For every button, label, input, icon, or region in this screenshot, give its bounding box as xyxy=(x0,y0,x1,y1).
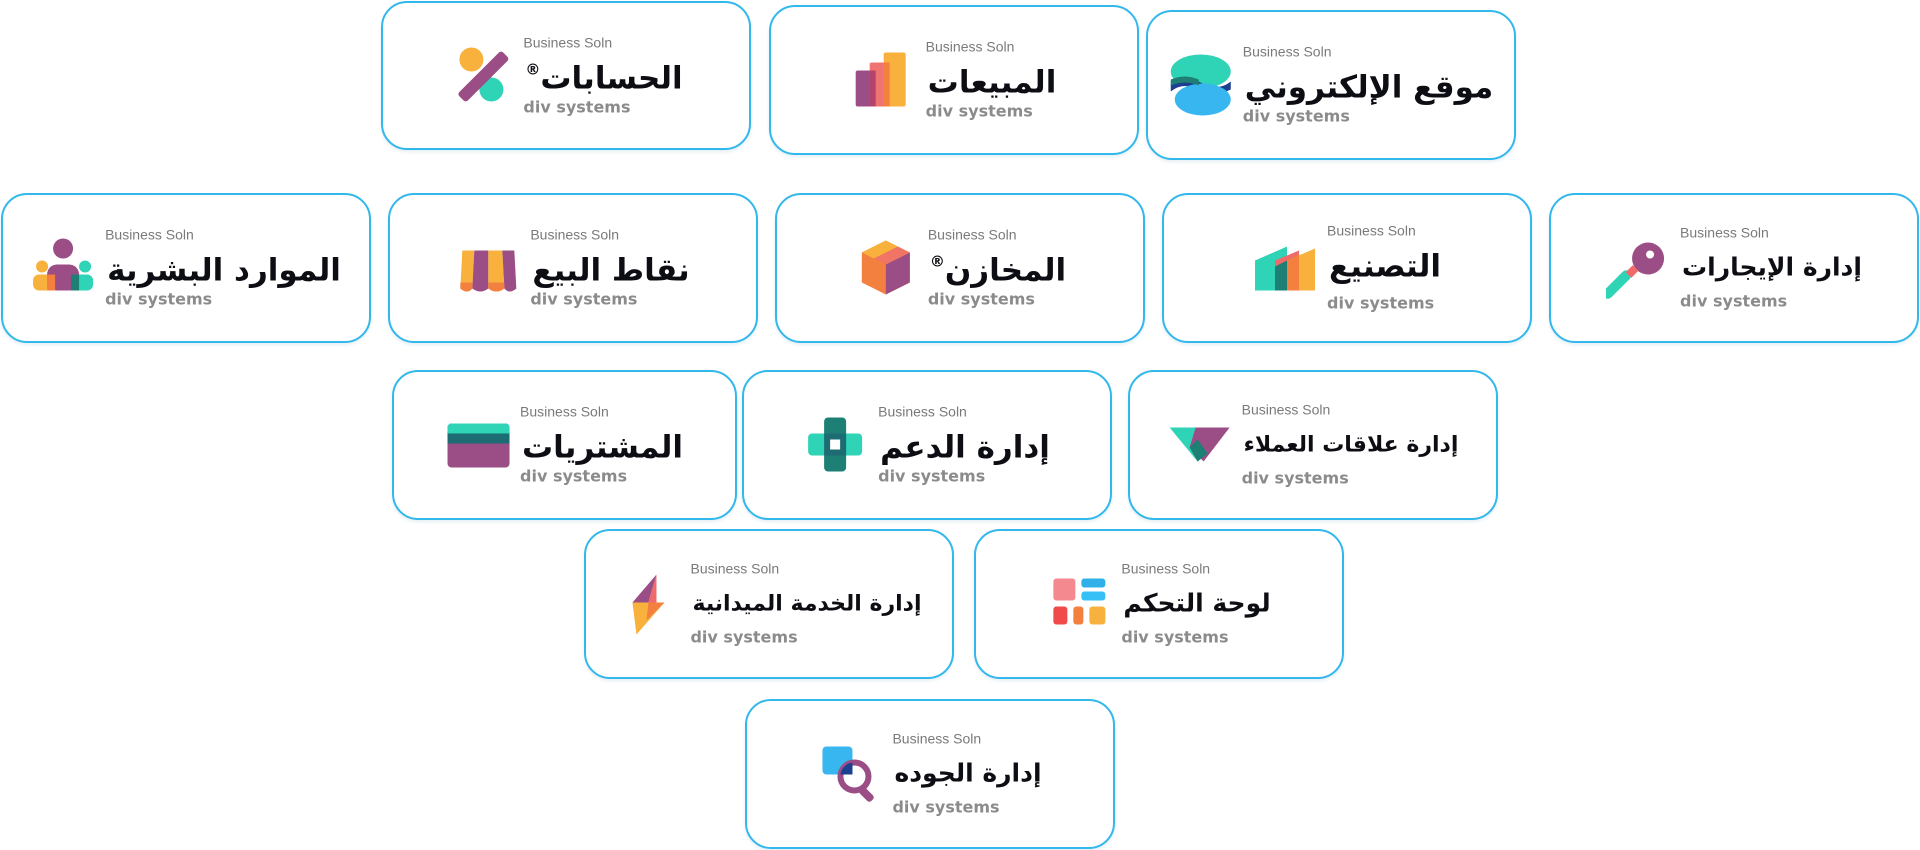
card-tagline: Business Soln xyxy=(925,38,1015,55)
card-title: نقاط البيع xyxy=(532,252,690,289)
card-brand: div systems xyxy=(927,289,1035,309)
card-brand: div systems xyxy=(1241,468,1349,488)
card-tagline: Business Soln xyxy=(523,34,613,50)
card-title: لوحة التحكم xyxy=(1123,588,1271,618)
card-tagline: Business Soln xyxy=(927,226,1017,243)
card-tagline: Business Soln xyxy=(1121,560,1211,577)
registered-mark: ® xyxy=(929,252,945,271)
registered-mark: ® xyxy=(525,60,541,78)
card-tagline: Business Soln xyxy=(1680,224,1769,241)
card-brand: div systems xyxy=(1242,106,1350,126)
manufacturing-blocks-icon xyxy=(1253,236,1317,300)
card-field-service[interactable]: Business Soln إدارة الخدمة الميدانية div… xyxy=(584,529,954,679)
card-accounts[interactable]: Business Soln الحسابات® div systems xyxy=(381,1,751,150)
dashboard-grid-icon xyxy=(1047,572,1111,636)
card-brand: div systems xyxy=(1680,291,1788,311)
card-tagline: Business Soln xyxy=(690,560,780,577)
card-tagline: Business Soln xyxy=(878,403,967,420)
card-quality[interactable]: Business Soln إدارة الجوده div systems xyxy=(745,699,1115,849)
card-brand: div systems xyxy=(1121,627,1229,647)
field-service-bolt-icon xyxy=(616,572,680,636)
card-ecommerce[interactable]: Business Soln موقع الإلكتروني div system… xyxy=(1146,10,1516,160)
crm-handshake-icon xyxy=(1168,413,1232,477)
card-purchases[interactable]: Business Soln المشتريات div systems xyxy=(392,370,737,520)
card-rentals[interactable]: Business Soln إدارة الإيجارات div system… xyxy=(1549,193,1919,343)
card-title: التصنيع xyxy=(1329,248,1441,285)
card-brand: div systems xyxy=(925,101,1033,121)
card-crm[interactable]: Business Soln إدارة علاقات العملاء div s… xyxy=(1128,370,1498,520)
card-dashboard[interactable]: Business Soln لوحة التحكم div systems xyxy=(974,529,1344,679)
card-support[interactable]: Business Soln إدارة الدعم div systems xyxy=(742,370,1112,520)
card-title: الحسابات® xyxy=(525,60,683,96)
card-title: إدارة الدعم xyxy=(880,429,1050,466)
card-brand: div systems xyxy=(523,97,631,116)
card-tagline: Business Soln xyxy=(520,403,609,420)
card-title: إدارة علاقات العملاء xyxy=(1243,432,1459,458)
card-title: موقع الإلكتروني xyxy=(1244,69,1494,106)
card-title: الموارد البشرية xyxy=(107,252,341,289)
card-brand: div systems xyxy=(878,466,986,486)
purchases-card-icon xyxy=(446,413,510,477)
card-hr[interactable]: Business Soln الموارد البشرية div system… xyxy=(1,193,371,343)
card-tagline: Business Soln xyxy=(1242,43,1332,60)
card-brand: div systems xyxy=(105,289,213,309)
card-title: إدارة الإيجارات xyxy=(1682,252,1862,282)
card-title: إدارة الخدمة الميدانية xyxy=(692,591,922,617)
accounts-percent-icon xyxy=(449,44,513,108)
card-title: المخازن® xyxy=(929,252,1067,289)
card-brand: div systems xyxy=(520,466,628,486)
card-title: المشتريات xyxy=(522,429,683,466)
card-tagline: Business Soln xyxy=(105,226,194,243)
quality-magnifier-icon xyxy=(818,742,882,806)
card-warehouses[interactable]: Business Soln المخازن® div systems xyxy=(775,193,1145,343)
card-brand: div systems xyxy=(892,797,1000,817)
card-tagline: Business Soln xyxy=(892,730,982,747)
card-tagline: Business Soln xyxy=(1327,222,1416,239)
pos-awning-icon xyxy=(456,236,520,300)
card-title: إدارة الجوده xyxy=(894,758,1042,788)
warehouse-cube-icon xyxy=(854,236,918,300)
card-tagline: Business Soln xyxy=(1241,401,1331,418)
card-brand: div systems xyxy=(1327,293,1435,313)
card-manufacturing[interactable]: Business Soln التصنيع div systems xyxy=(1162,193,1532,343)
card-brand: div systems xyxy=(690,627,798,647)
sales-bars-icon xyxy=(852,48,916,112)
card-pos[interactable]: Business Soln نقاط البيع div systems xyxy=(388,193,758,343)
ecommerce-globe-icon xyxy=(1169,53,1233,117)
hr-people-icon xyxy=(31,236,95,300)
support-cross-icon xyxy=(804,413,868,477)
card-title: المبيعات xyxy=(927,64,1057,101)
rentals-key-icon xyxy=(1606,236,1670,300)
card-sales[interactable]: Business Soln المبيعات div systems xyxy=(769,5,1139,155)
card-tagline: Business Soln xyxy=(530,226,620,243)
card-brand: div systems xyxy=(530,289,638,309)
